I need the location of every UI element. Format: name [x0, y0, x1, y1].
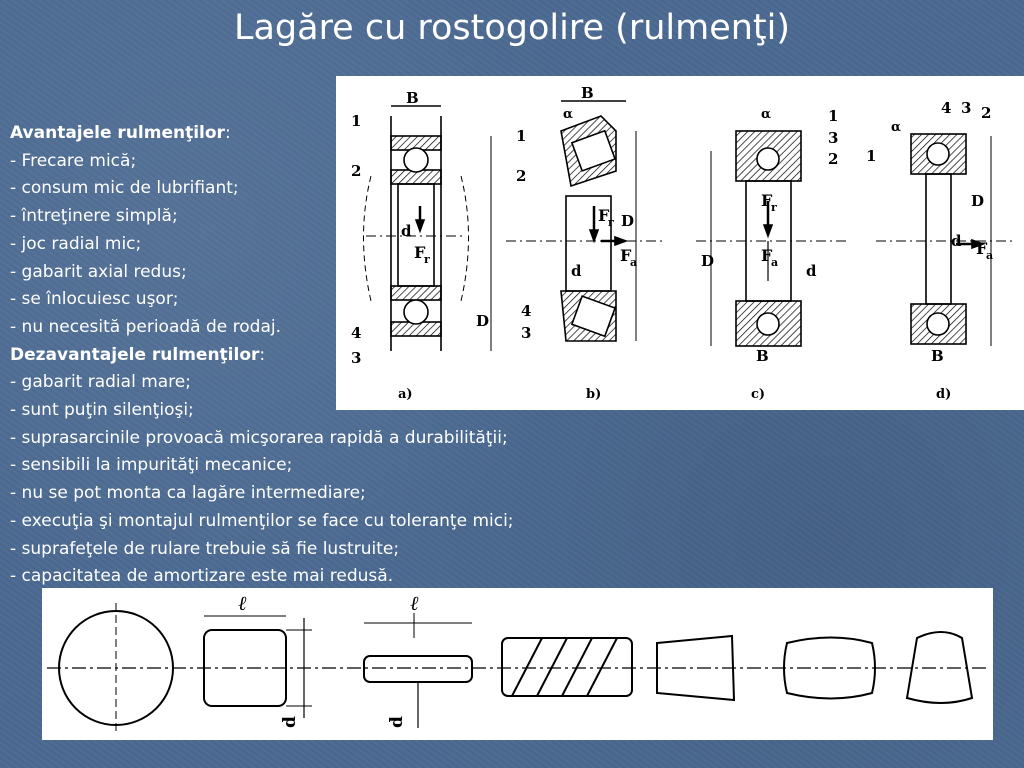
diameter-label: d — [387, 716, 407, 728]
panel-caption: d) — [936, 387, 951, 402]
advantage-item: - gabarit axial redus; — [10, 261, 187, 282]
part-label: 1 — [516, 127, 526, 145]
length-label: ℓ — [410, 591, 419, 615]
asymmetric-roller — [905, 631, 974, 704]
advantage-item: - consum mic de lubrifiant; — [10, 178, 239, 199]
bearing-drawings: B d D F r 1 2 4 3 a) B d D F r F a 1 2 4… — [351, 84, 1016, 402]
part-label: 4 — [521, 302, 531, 320]
dim-label: D — [701, 252, 714, 270]
force-label: F — [761, 246, 773, 265]
force-label: F — [414, 243, 426, 262]
panel-caption: b) — [586, 387, 601, 402]
diameter-label: d — [280, 716, 300, 728]
part-label: 2 — [516, 167, 526, 185]
force-subscript: a — [630, 256, 637, 269]
rolling-elements-drawing: ℓ ℓ d d — [47, 591, 988, 733]
advantage-item: - Frecare mică; — [10, 150, 137, 171]
bearing-panel-d — [876, 133, 1016, 346]
barrel-roller — [783, 636, 876, 700]
disadvantage-item: - sensibili la impurităţi mecanice; — [10, 455, 293, 476]
force-subscript: a — [771, 256, 778, 269]
disadvantage-item: - execuţia şi montajul rulmenţilor se fa… — [10, 510, 514, 531]
part-label: 4 — [351, 324, 361, 342]
advantage-item: - joc radial mic; — [10, 233, 142, 254]
force-subscript: a — [986, 249, 993, 262]
length-label: ℓ — [238, 591, 247, 615]
dim-label: d — [401, 222, 412, 240]
force-label: F — [598, 206, 610, 225]
force-label: F — [761, 191, 773, 210]
panel-caption: a) — [398, 387, 413, 402]
dim-label: d — [951, 232, 962, 250]
dim-label: B — [931, 347, 944, 365]
part-label: 3 — [521, 324, 531, 342]
dim-label: B — [581, 84, 594, 102]
disadvantages-heading-line: Dezavantajele rulmenţilor: — [10, 344, 266, 365]
part-label: 3 — [828, 129, 838, 147]
part-label: 1 — [866, 147, 876, 165]
rolling-elements-figure: ℓ ℓ d d — [42, 588, 993, 740]
needle-roller — [363, 655, 473, 683]
disadvantages-heading: Dezavantajele rulmenţilor — [10, 344, 260, 365]
dim-label: d — [571, 262, 582, 280]
part-label: 2 — [981, 104, 991, 122]
bearing-panel-c — [696, 130, 846, 347]
advantage-item: - se înlocuiesc uşor; — [10, 289, 179, 310]
disadvantage-item: - suprasarcinile provoacă micşorarea rap… — [10, 427, 508, 448]
dim-label: D — [476, 312, 489, 330]
part-label: 3 — [961, 99, 971, 117]
force-label: F — [620, 246, 632, 265]
disadvantage-item: - gabarit radial mare; — [10, 372, 191, 393]
bearing-types-figure: B d D F r 1 2 4 3 a) B d D F r F a 1 2 4… — [336, 76, 1024, 410]
part-label: 1 — [351, 112, 361, 130]
advantages-heading-line: Avantajele rulmenţilor: — [10, 123, 231, 143]
angle-label: α — [891, 120, 901, 135]
force-subscript: r — [771, 201, 777, 214]
advantages-heading: Avantajele rulmenţilor — [10, 123, 225, 143]
content-text: Avantajele rulmenţilor: - Frecare mică; … — [10, 120, 630, 591]
force-subscript: r — [608, 216, 614, 229]
force-subscript: r — [424, 253, 430, 266]
dim-label: d — [806, 262, 817, 280]
part-label: 4 — [941, 99, 951, 117]
part-label: 3 — [351, 349, 361, 367]
slide-title: Lagăre cu rostogolire (rulmenţi) — [233, 8, 791, 48]
advantage-item: - întreţinere simplă; — [10, 206, 178, 227]
part-label: 1 — [828, 107, 838, 125]
disadvantage-item: - nu se pot monta ca lagăre intermediare… — [10, 483, 366, 504]
bearing-panel-b — [506, 100, 666, 342]
tapered-roller — [656, 634, 736, 702]
bearing-panel-a — [363, 105, 492, 351]
disadvantage-item: - suprafeţele de rulare trebuie să fie l… — [10, 538, 400, 559]
angle-label: α — [563, 107, 573, 122]
angle-label: α — [761, 107, 771, 122]
cylindrical-roller — [203, 629, 287, 707]
disadvantage-item: - capacitatea de amortizare este mai red… — [10, 566, 394, 587]
part-label: 2 — [828, 150, 838, 168]
dim-label: B — [406, 89, 419, 107]
force-label: F — [976, 239, 988, 258]
dim-label: D — [971, 192, 984, 210]
panel-caption: c) — [751, 387, 765, 402]
advantage-item: - nu necesită perioadă de rodaj. — [10, 316, 281, 337]
dim-label: B — [756, 347, 769, 365]
dim-label: D — [621, 212, 634, 230]
part-label: 2 — [351, 162, 361, 180]
disadvantage-item: - sunt puţin silenţioşi; — [10, 400, 194, 421]
spiral-roller — [501, 637, 633, 697]
